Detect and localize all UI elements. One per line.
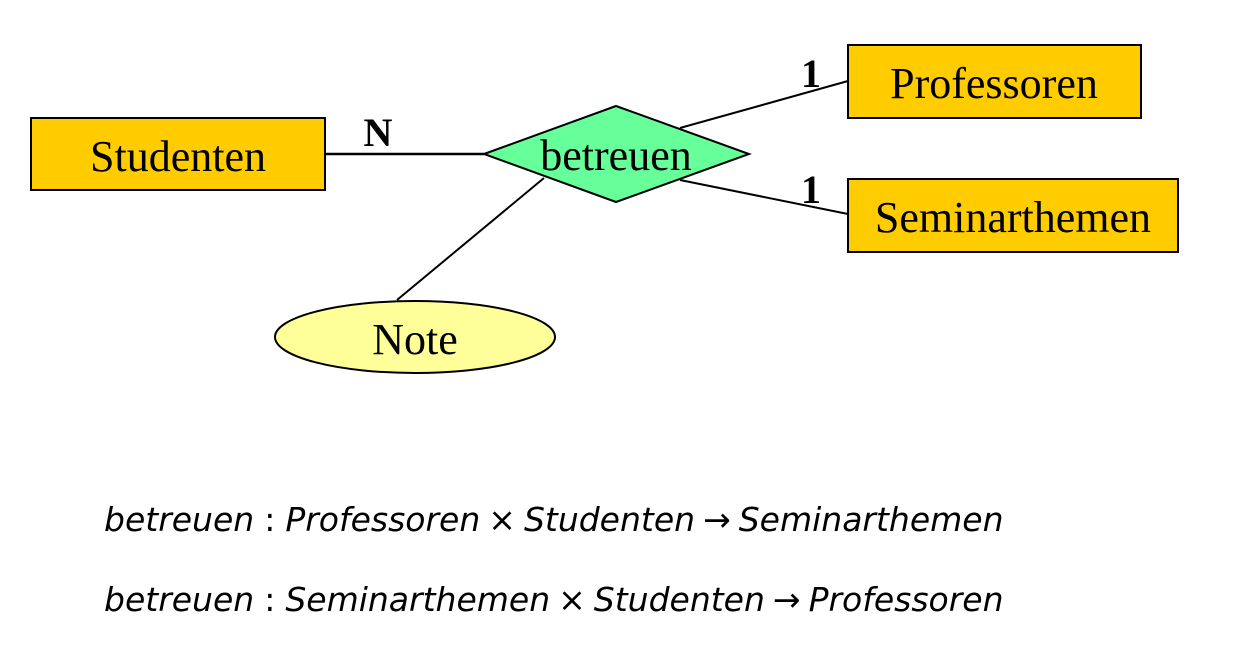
formula-2: betreuen:Seminarthemen×Studenten→Profess… (104, 580, 1004, 619)
formula-2-name: betreuen (104, 580, 255, 619)
formula-1-name: betreuen (104, 500, 255, 539)
attribute-note-label: Note (372, 315, 458, 364)
formula-2-times: × (558, 580, 586, 619)
cardinality-studenten: N (364, 110, 393, 155)
formula-1-domain-1: Professoren (285, 500, 481, 539)
formula-1-colon: : (264, 500, 276, 539)
entity-professoren-label: Professoren (890, 59, 1098, 108)
entity-professoren: Professoren (847, 44, 1142, 119)
formula-2-arrow: → (772, 580, 801, 619)
edge-betreuen-professoren (679, 80, 849, 129)
formula-2-colon: : (264, 580, 276, 619)
cardinality-professoren: 1 (801, 51, 821, 96)
edge-betreuen-seminarthemen (679, 179, 849, 215)
entity-seminarthemen-label: Seminarthemen (875, 193, 1151, 242)
entity-studenten-label: Studenten (90, 132, 266, 181)
formula-2-codomain: Professoren (808, 580, 1004, 619)
formula-2-domain-1: Seminarthemen (285, 580, 551, 619)
relationship-betreuen-label: betreuen (540, 131, 691, 180)
formula-1-codomain: Seminarthemen (738, 500, 1004, 539)
cardinality-seminarthemen: 1 (801, 167, 821, 212)
relationship-betreuen: betreuen (481, 104, 752, 204)
formula-1: betreuen:Professoren×Studenten→Seminarth… (104, 500, 1004, 539)
formula-2-domain-2: Studenten (593, 580, 765, 619)
formula-1-domain-2: Studenten (523, 500, 696, 539)
entity-studenten: Studenten (30, 117, 326, 191)
formula-1-arrow: → (703, 500, 731, 539)
edge-betreuen-note (396, 177, 545, 301)
entity-seminarthemen: Seminarthemen (847, 178, 1179, 253)
formula-1-times: × (488, 500, 516, 539)
attribute-note: Note (274, 300, 556, 374)
